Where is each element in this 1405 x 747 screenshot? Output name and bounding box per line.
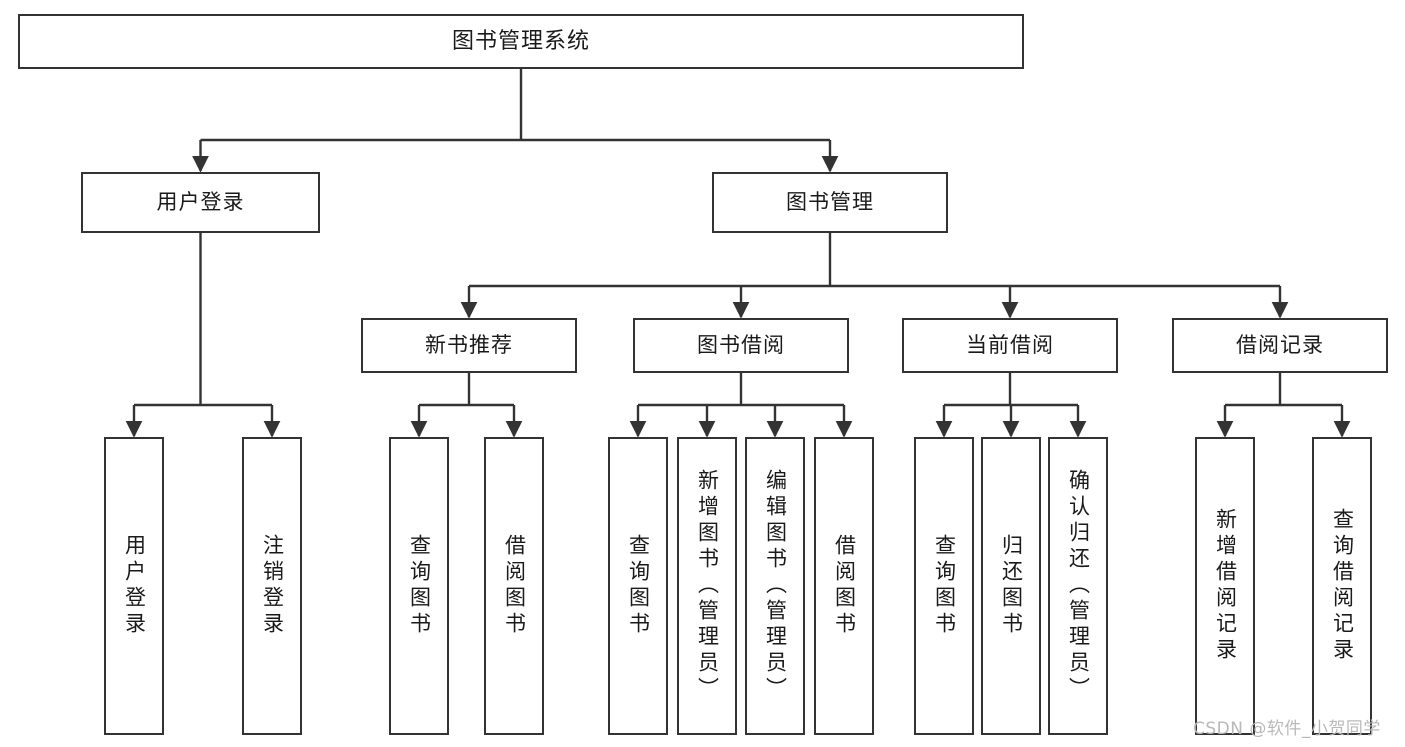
node-conf3: 确认归还（管理员） bbox=[1048, 437, 1108, 735]
node-label: 新增借阅记录 bbox=[1213, 508, 1238, 664]
node-label: 归还图书 bbox=[999, 534, 1024, 638]
node-q3: 查询图书 bbox=[914, 437, 974, 735]
node-label: 查询借阅记录 bbox=[1330, 508, 1355, 664]
node-ret3: 归还图书 bbox=[981, 437, 1041, 735]
node-label: 借阅记录 bbox=[1236, 333, 1324, 358]
node-add2: 新增图书（管理员） bbox=[677, 437, 737, 735]
node-label: 用户登录 bbox=[122, 534, 147, 638]
node-b1: 借阅图书 bbox=[484, 437, 544, 735]
node-edit2: 编辑图书（管理员） bbox=[745, 437, 805, 735]
node-b2: 借阅图书 bbox=[814, 437, 874, 735]
node-userlogin: 用户登录 bbox=[104, 437, 164, 735]
node-label: 注销登录 bbox=[260, 534, 285, 638]
node-q2: 查询图书 bbox=[608, 437, 668, 735]
node-logout: 注销登录 bbox=[242, 437, 302, 735]
node-root: 图书管理系统 bbox=[18, 14, 1024, 69]
node-label: 查询图书 bbox=[626, 534, 651, 638]
node-label: 查询图书 bbox=[407, 534, 432, 638]
node-login: 用户登录 bbox=[81, 172, 320, 233]
node-q1: 查询图书 bbox=[389, 437, 449, 735]
node-current: 当前借阅 bbox=[902, 318, 1118, 373]
node-addrec: 新增借阅记录 bbox=[1195, 437, 1255, 735]
node-label: 图书管理系统 bbox=[451, 28, 590, 54]
node-label: 图书借阅 bbox=[697, 333, 785, 358]
node-bookmgmt: 图书管理 bbox=[712, 172, 948, 233]
node-label: 查询图书 bbox=[932, 534, 957, 638]
node-label: 编辑图书（管理员） bbox=[763, 469, 788, 703]
node-newbook: 新书推荐 bbox=[361, 318, 577, 373]
node-label: 图书管理 bbox=[786, 190, 874, 215]
node-label: 新增图书（管理员） bbox=[695, 469, 720, 703]
node-label: 确认归还（管理员） bbox=[1066, 469, 1091, 703]
node-qrec: 查询借阅记录 bbox=[1312, 437, 1372, 735]
node-label: 新书推荐 bbox=[425, 333, 513, 358]
node-label: 借阅图书 bbox=[832, 534, 857, 638]
node-label: 用户登录 bbox=[156, 190, 245, 215]
watermark: CSDN @软件_小贺同学 bbox=[1193, 719, 1381, 739]
node-label: 当前借阅 bbox=[966, 333, 1054, 358]
node-borrow: 图书借阅 bbox=[633, 318, 849, 373]
node-records: 借阅记录 bbox=[1172, 318, 1388, 373]
node-label: 借阅图书 bbox=[502, 534, 527, 638]
